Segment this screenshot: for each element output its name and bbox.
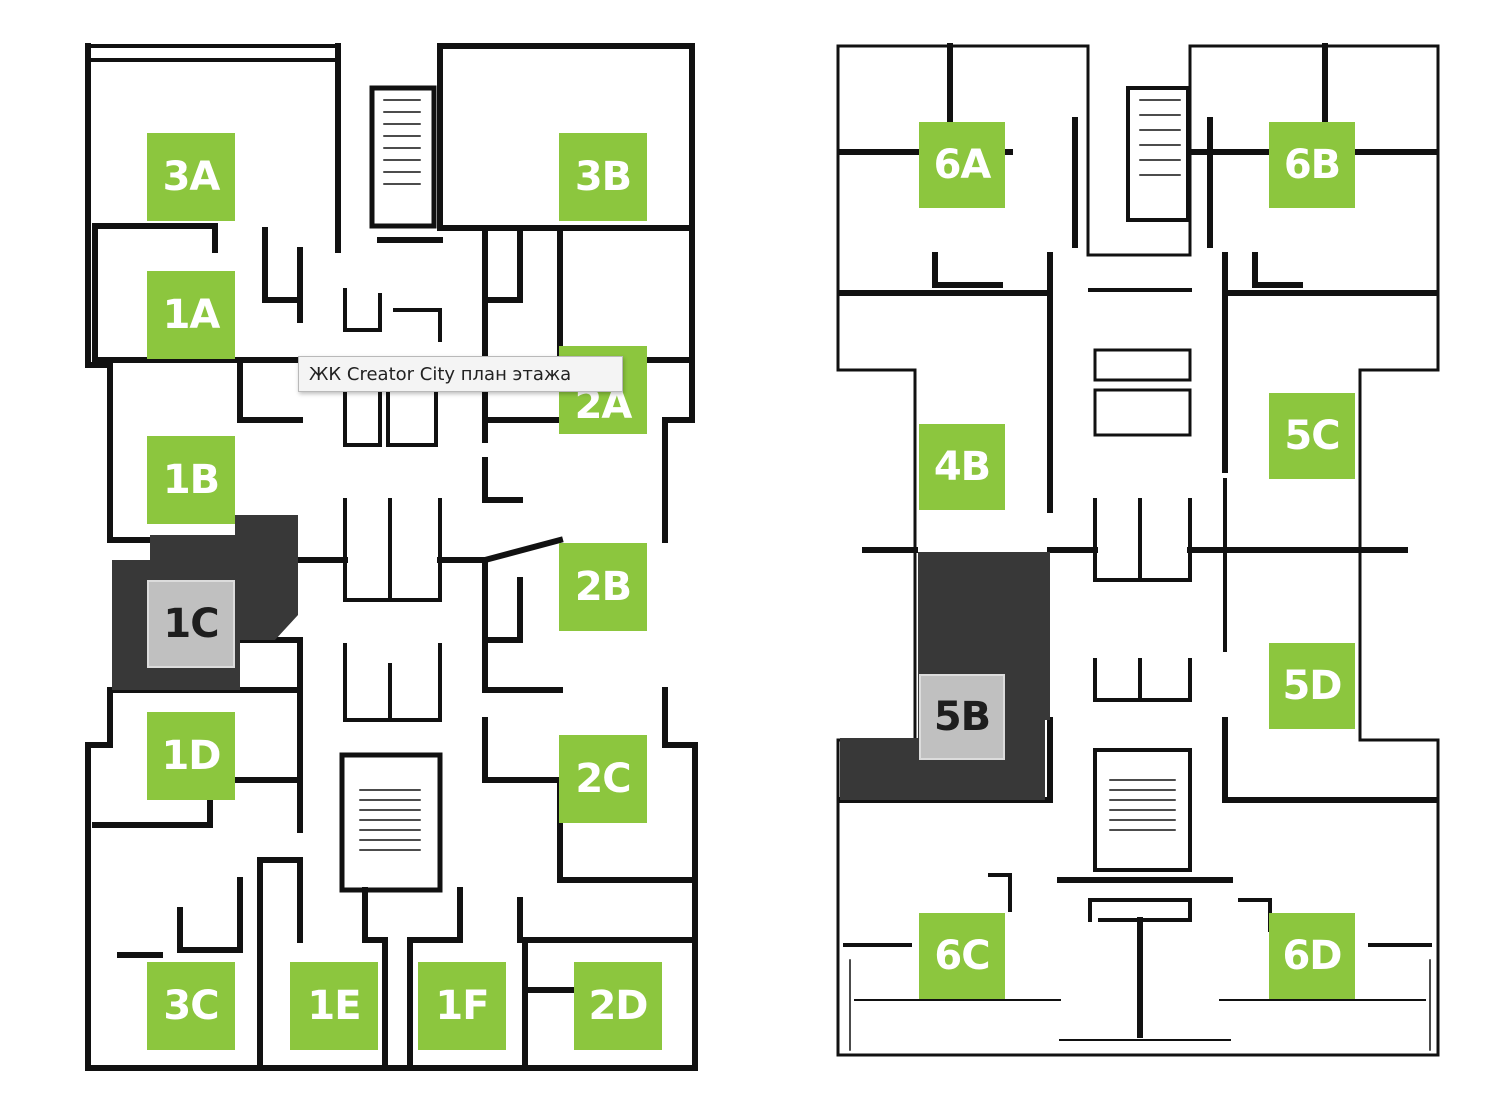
image-tooltip: ЖК Creator City план этажа xyxy=(298,356,623,392)
unit-1a-badge[interactable]: 1A xyxy=(147,271,235,359)
unit-5b-badge[interactable]: 5B xyxy=(919,674,1005,760)
unit-5c-badge[interactable]: 5C xyxy=(1269,393,1355,479)
unit-3c-badge[interactable]: 3C xyxy=(147,962,235,1050)
unit-6a-badge[interactable]: 6A xyxy=(919,122,1005,208)
unit-6d-badge[interactable]: 6D xyxy=(1269,913,1355,999)
unit-1c-badge[interactable]: 1C xyxy=(147,580,235,668)
unit-1b-badge[interactable]: 1B xyxy=(147,436,235,524)
unit-1f-badge[interactable]: 1F xyxy=(418,962,506,1050)
unit-1d-badge[interactable]: 1D xyxy=(147,712,235,800)
unit-6c-badge[interactable]: 6C xyxy=(919,913,1005,999)
unit-4b-badge[interactable]: 4B xyxy=(919,424,1005,510)
unit-3a-badge[interactable]: 3A xyxy=(147,133,235,221)
unit-2c-badge[interactable]: 2C xyxy=(559,735,647,823)
unit-1e-badge[interactable]: 1E xyxy=(290,962,378,1050)
unit-3b-badge[interactable]: 3B xyxy=(559,133,647,221)
unit-6b-badge[interactable]: 6B xyxy=(1269,122,1355,208)
unit-5d-badge[interactable]: 5D xyxy=(1269,643,1355,729)
unit-2b-badge[interactable]: 2B xyxy=(559,543,647,631)
unit-2d-badge[interactable]: 2D xyxy=(574,962,662,1050)
